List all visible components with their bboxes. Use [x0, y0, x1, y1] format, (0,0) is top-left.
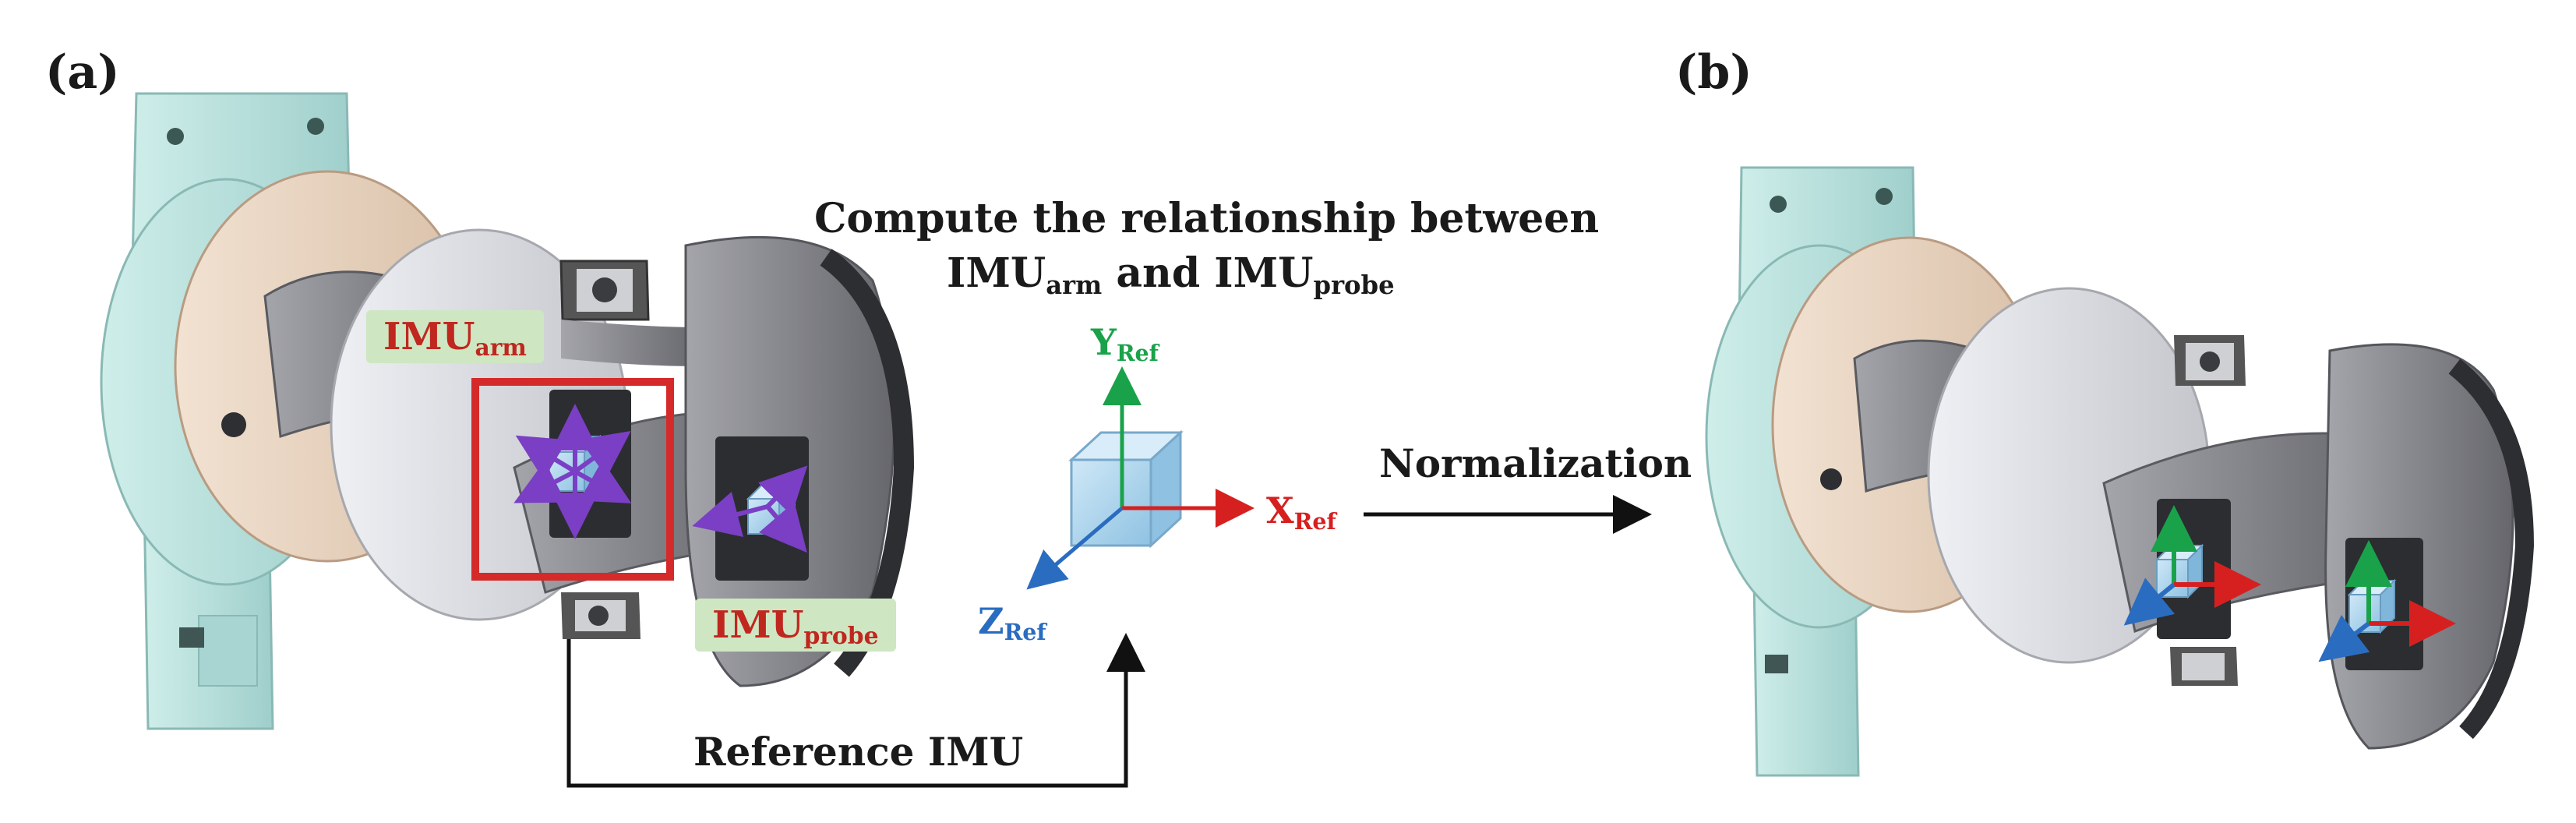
imu-arm-sub: arm	[475, 334, 527, 362]
y-axis-main: Y	[1091, 321, 1117, 363]
x-axis-label: XRef	[1266, 489, 1336, 535]
x-axis-main: X	[1266, 489, 1294, 532]
z-axis-sub: Ref	[1004, 618, 1046, 645]
imu-arm-highlight	[471, 378, 674, 581]
imu-arm-tag: IMUarm	[366, 310, 544, 363]
reference-frame	[1026, 366, 1254, 590]
z-axis-main: Z	[978, 600, 1004, 642]
imu-arm-main: IMU	[383, 315, 475, 359]
imu-probe-main: IMU	[712, 603, 804, 647]
rel-sub-probe: probe	[1313, 270, 1395, 301]
panel-label-b: (b)	[1675, 45, 1752, 100]
device-b	[1705, 166, 2535, 777]
normalization-label: Normalization	[1379, 440, 1692, 486]
relationship-line2: IMUarm and IMUprobe	[947, 249, 1395, 301]
rel-sub-arm: arm	[1046, 270, 1103, 301]
reference-imu-label: Reference IMU	[693, 729, 1024, 775]
x-axis-sub: Ref	[1293, 507, 1336, 535]
z-axis-label: ZRef	[978, 600, 1046, 645]
rel-imu-1: IMU	[947, 249, 1046, 297]
y-axis-sub: Ref	[1116, 339, 1159, 366]
reference-path	[566, 633, 1145, 788]
device-a	[100, 92, 915, 730]
imu-probe-sub: probe	[803, 623, 879, 651]
y-axis-label: YRef	[1091, 321, 1159, 366]
panel-label-a: (a)	[45, 45, 120, 100]
relationship-line1: Compute the relationship between	[814, 195, 1600, 242]
imu-probe-tag: IMUprobe	[695, 599, 896, 652]
rel-mid: and IMU	[1102, 249, 1314, 297]
z-axis-line	[1026, 507, 1124, 590]
